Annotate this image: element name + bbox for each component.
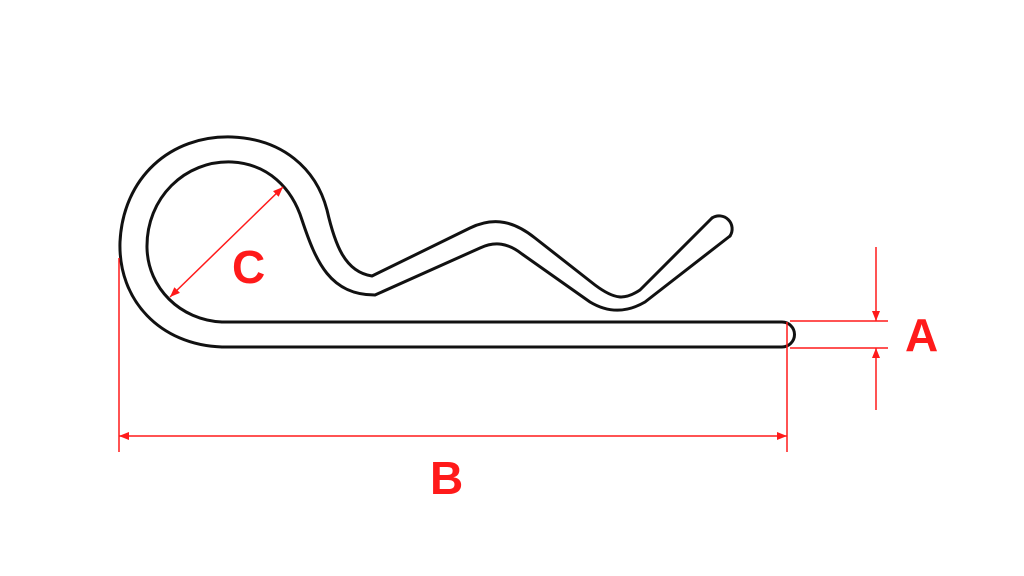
clip-outer-loop	[118, 135, 714, 349]
clip-inner-loop	[145, 160, 732, 324]
dimension-c-label: C	[232, 241, 265, 293]
clip-end-cap	[710, 214, 734, 238]
dimension-b-label: B	[430, 452, 463, 504]
dimension-c: C	[169, 186, 284, 298]
clip-outer-edge	[220, 320, 796, 349]
dimension-b: B	[118, 258, 788, 504]
dimension-a: A	[790, 247, 938, 410]
dimension-c-line	[169, 186, 284, 298]
dimension-a-label: A	[905, 309, 938, 361]
hairpin-clip	[118, 135, 796, 349]
